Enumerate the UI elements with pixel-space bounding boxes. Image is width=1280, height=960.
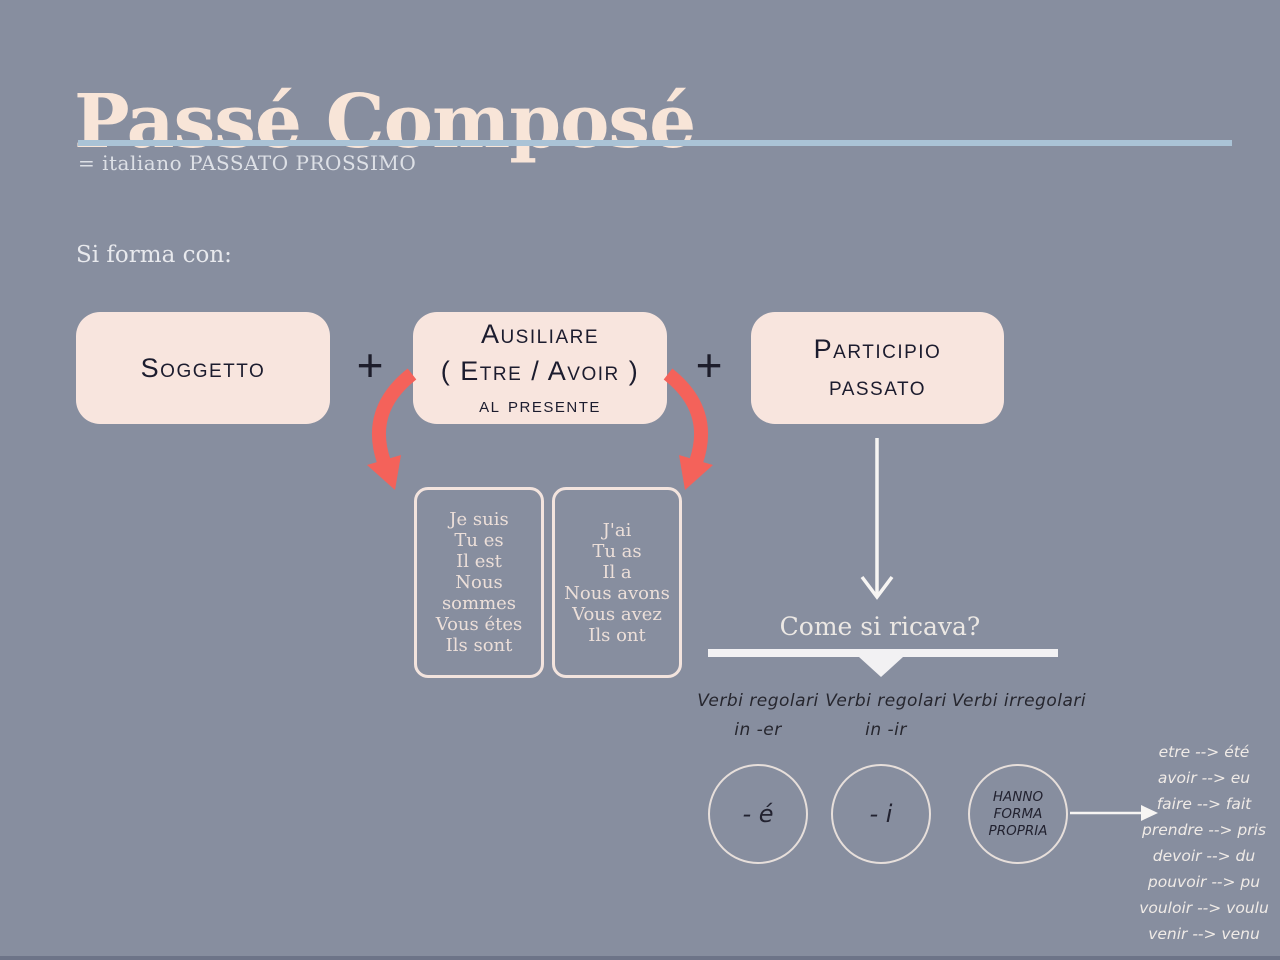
derivation-bar-pointer-icon [859,657,903,677]
bottom-edge-strip [0,956,1280,960]
derivation-bar [708,649,1058,657]
irregular-verb-item: venir --> venu [1148,925,1260,943]
plus-sign-2: + [695,339,723,391]
etre-conjugation-box: Je suis Tu es Il est Nous sommes Vous ét… [414,487,544,678]
avoir-line: Vous avez [572,603,662,625]
ending-ir: - i [869,800,893,828]
avoir-line: Nous avons [564,582,670,604]
avoir-line: J'ai [602,519,632,541]
auxiliary-label-line3: al presente [479,392,601,417]
avoir-conjugation-box: J'ai Tu as Il a Nous avons Vous avez Ils… [552,487,682,678]
column-label-er-line1: Verbi regolari [697,691,819,711]
etre-line: Il est [456,551,502,572]
irregular-verb-item: pouvoir --> pu [1147,873,1261,891]
ending-circle-irregular: HANNO FORMA PROPRIA [968,764,1068,864]
irregular-verbs-list: etre --> été avoir --> eu faire --> fait… [1128,739,1280,947]
intro-text: Si forma con: [76,242,232,268]
down-arrow-icon [860,438,894,600]
column-label-er: Verbi regolari in -er [678,687,838,745]
page-title: Passé Composé [74,78,696,165]
ending-irregular-line1: HANNO FORMA [992,788,1044,822]
participle-label-line1: Participio [813,334,942,364]
etre-line: Je suis [449,509,509,530]
column-label-er-line2: in -er [734,720,782,740]
column-label-ir-line2: in -ir [865,720,907,740]
column-label-ir: Verbi regolari in -ir [806,687,966,745]
avoir-line: Ils ont [588,624,646,646]
irregular-verb-item: devoir --> du [1152,847,1256,865]
title-divider [78,140,1232,146]
question-text: Come si ricava? [779,612,981,641]
participle-box: Participio passato [751,312,1004,424]
auxiliary-box: Ausiliare ( Etre / Avoir ) al presente [413,312,667,424]
avoir-line: Il a [602,561,632,583]
column-label-irregular: Verbi irregolari [928,687,1110,716]
subject-box: Soggetto [76,312,330,424]
etre-line: Tu es [454,530,504,551]
ending-circle-ir: - i [831,764,931,864]
irregular-verb-item: faire --> fait [1156,795,1252,813]
irregular-verb-item: prendre --> pris [1142,821,1266,839]
irregular-verb-item: etre --> été [1158,743,1250,761]
irregular-verb-item: avoir --> eu [1157,769,1251,787]
ending-circle-er: - é [708,764,808,864]
etre-line: Nous sommes [441,572,517,614]
auxiliary-label-line2: ( Etre / Avoir ) [440,356,640,386]
ending-er: - é [742,800,774,828]
etre-line: Ils sont [445,635,513,656]
ending-irregular-line2: PROPRIA [988,822,1048,839]
plus-sign-1: + [356,339,384,391]
participle-label-line2: passato [828,371,927,401]
subtitle: = italiano PASSATO PROSSIMO [78,151,417,175]
avoir-line: Tu as [592,540,642,562]
column-label-ir-line1: Verbi regolari [825,691,947,711]
irregular-verb-item: vouloir --> voulu [1139,899,1269,917]
subject-label: Soggetto [140,352,266,383]
auxiliary-label-line1: Ausiliare [480,319,600,349]
column-label-irregular-line1: Verbi irregolari [951,691,1087,711]
etre-line: Vous étes [435,614,523,635]
